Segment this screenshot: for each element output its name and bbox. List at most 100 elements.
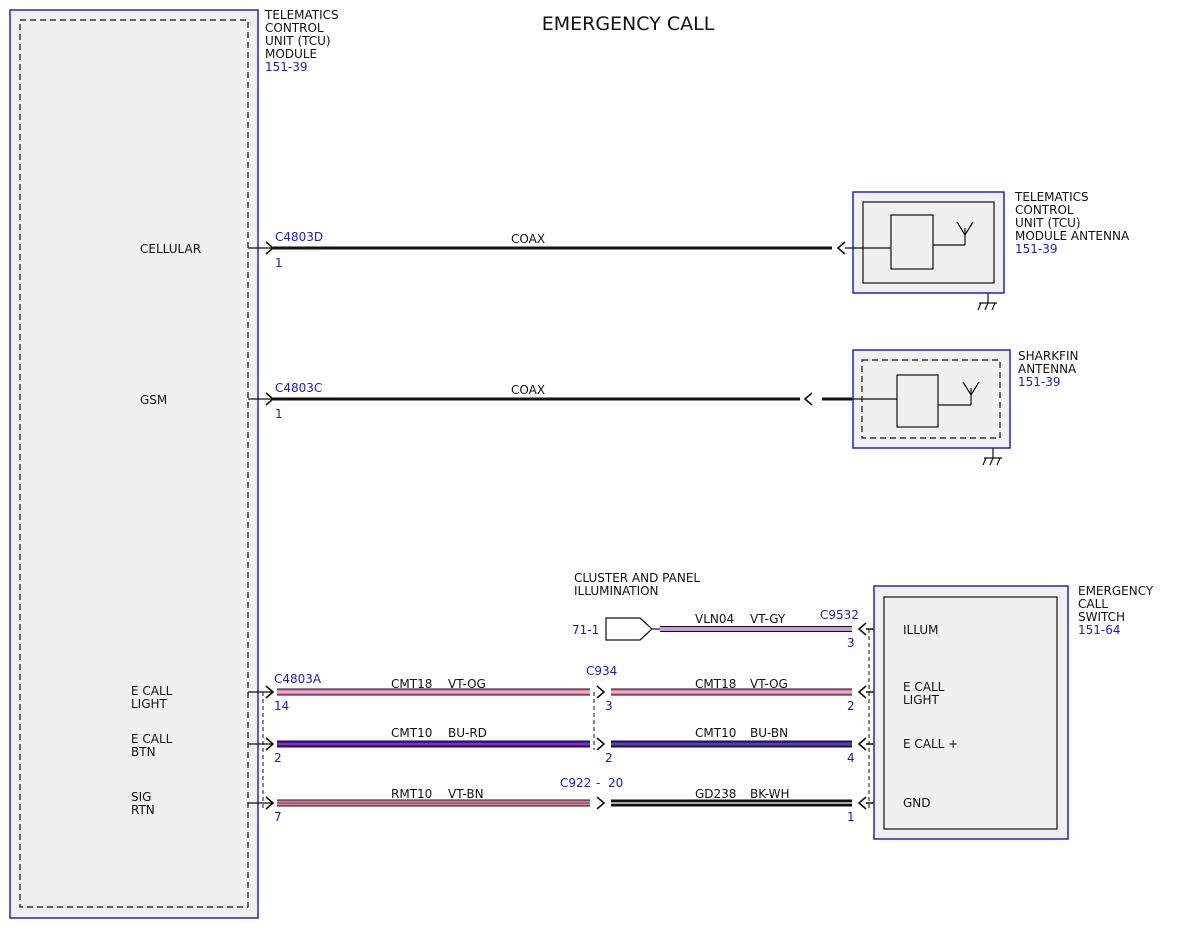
c922-arrow <box>596 796 606 810</box>
wire-cmt18-left: CMT18 VT-OG <box>277 677 590 696</box>
tcu-name-line2: CONTROL <box>265 21 324 35</box>
switch-pin-plus: E CALL + <box>903 737 958 751</box>
vln04-circuit: VLN04 <box>695 612 734 626</box>
connector-c934: C934 <box>586 664 617 678</box>
sharkfin-name-line1: SHARKFIN <box>1018 349 1078 363</box>
pin-label-ecall-light-2: LIGHT <box>131 697 168 711</box>
switch-inner <box>883 596 1058 830</box>
switch-ref: 151-64 <box>1078 623 1121 637</box>
pin-switch-2: 2 <box>847 699 855 713</box>
c934-pin3-arrow <box>596 685 606 699</box>
pin-c934-3: 3 <box>605 699 613 713</box>
tcu-module-box <box>9 9 259 919</box>
cmt10-right-circuit: CMT10 <box>695 726 736 740</box>
pin-label-ecall-light-1: E CALL <box>131 684 173 698</box>
tcu-antenna-name-line4: MODULE ANTENNA <box>1015 229 1130 243</box>
pin-c9532-3: 3 <box>847 636 855 650</box>
tcu-antenna-name-line3: UNIT (TCU) <box>1015 216 1081 230</box>
connector-c922-dash: - <box>596 776 600 790</box>
pin-label-cellular: CELLULAR <box>140 242 201 256</box>
tcu-antenna-box <box>852 191 1005 294</box>
c934-pin2-arrow <box>596 737 606 751</box>
switch-name-line3: SWITCH <box>1078 610 1125 624</box>
tcu-antenna-name-line2: CONTROL <box>1015 203 1074 217</box>
cmt18-left-circuit: CMT18 <box>391 677 432 691</box>
pin-label-ecall-btn-1: E CALL <box>131 732 173 746</box>
tcu-antenna-inner <box>862 201 995 284</box>
harness-connector-icon <box>605 617 653 641</box>
pin-c4803a-7: 7 <box>274 810 282 824</box>
coax-wire-gsm: COAX <box>273 383 852 401</box>
cluster-ref: 71-1 <box>572 623 599 637</box>
coax-label-2: COAX <box>511 383 545 397</box>
cmt10-left-color: BU-RD <box>448 726 487 740</box>
connector-arrows <box>265 241 606 810</box>
pin-c4803c-1: 1 <box>275 407 283 421</box>
tcu-name-line4: MODULE <box>265 47 317 61</box>
pin-c4803d-1: 1 <box>275 256 283 270</box>
pin-c934-2: 2 <box>605 751 613 765</box>
cluster-illumination: CLUSTER AND PANEL ILLUMINATION 71-1 <box>572 571 700 641</box>
pin-label-sig-rtn-2: RTN <box>131 803 155 817</box>
antenna-icon <box>956 221 974 237</box>
wire-cmt10-right: CMT10 BU-BN 4 <box>611 726 855 765</box>
coax-label-1: COAX <box>511 232 545 246</box>
switch-name-line2: CALL <box>1078 597 1108 611</box>
switch-pin-illum: ILLUM <box>903 623 938 637</box>
cmt18-right-color: VT-OG <box>750 677 788 691</box>
emergency-call-switch: ILLUM E CALL LIGHT E CALL + GND EMERGENC… <box>873 584 1154 840</box>
antenna-female-arrows <box>803 241 846 406</box>
coax-wire-cellular: COAX <box>273 232 832 250</box>
cmt18-right-circuit: CMT18 <box>695 677 736 691</box>
connector-c4803d: C4803D <box>275 230 323 244</box>
wire-cmt18-right: CMT18 VT-OG 2 <box>611 677 855 713</box>
switch-pin-light-2: LIGHT <box>903 693 940 707</box>
tcu-module-inner <box>19 19 249 908</box>
pin-label-sig-rtn-1: SIG <box>131 790 151 804</box>
pin-label-ecall-btn-2: BTN <box>131 745 156 759</box>
switch-name-line1: EMERGENCY <box>1078 584 1154 598</box>
sharkfin-antenna: SHARKFIN ANTENNA 151-39 <box>852 349 1078 466</box>
tcu-antenna-ref: 151-39 <box>1015 242 1058 256</box>
diagram-title: EMERGENCY CALL <box>542 13 715 35</box>
rmt10-circuit: RMT10 <box>391 787 432 801</box>
ground-icon <box>982 448 1002 466</box>
pin-label-gsm: GSM <box>140 393 167 407</box>
tcu-antenna-element <box>890 214 934 270</box>
antenna-icon <box>962 381 980 397</box>
tcu-ref: 151-39 <box>265 60 308 74</box>
connector-c9532: C9532 <box>820 608 859 622</box>
tcu-pin-stubs <box>248 247 272 804</box>
c4803a-pin2-arrow <box>265 737 275 751</box>
pin-c4803a-2: 2 <box>274 751 282 765</box>
tcu-module: TELEMATICS CONTROL UNIT (TCU) MODULE 151… <box>9 8 339 919</box>
sharkfin-ref: 151-39 <box>1018 375 1061 389</box>
c4803a-pin7-arrow <box>265 796 275 810</box>
cmt18-left-color: VT-OG <box>448 677 486 691</box>
wire-vln04: VLN04 VT-GY C9532 3 <box>660 608 859 650</box>
connector-c922-pin: 20 <box>608 776 623 790</box>
rmt10-color: VT-BN <box>448 787 484 801</box>
sharkfin-element <box>896 374 939 428</box>
gd238-circuit: GD238 <box>695 787 736 801</box>
connector-c922: C922 <box>560 776 591 790</box>
gd238-color: BK-WH <box>750 787 790 801</box>
cluster-name-line1: CLUSTER AND PANEL <box>574 571 700 585</box>
pin-switch-1: 1 <box>847 810 855 824</box>
pin-c4803a-14: 14 <box>274 699 289 713</box>
cmt10-left-circuit: CMT10 <box>391 726 432 740</box>
sharkfin-name-line2: ANTENNA <box>1018 362 1077 376</box>
wire-gd238: GD238 BK-WH 1 <box>611 787 855 824</box>
switch-pin-light-1: E CALL <box>903 680 945 694</box>
vln04-color: VT-GY <box>750 612 786 626</box>
cmt10-right-color: BU-BN <box>750 726 788 740</box>
tcu-antenna: TELEMATICS CONTROL UNIT (TCU) MODULE ANT… <box>845 190 1130 311</box>
switch-pin-gnd: GND <box>903 796 931 810</box>
wire-cmt10-left: CMT10 BU-RD <box>277 726 590 748</box>
tcu-antenna-name-line1: TELEMATICS <box>1014 190 1089 204</box>
cluster-name-line2: ILLUMINATION <box>574 584 659 598</box>
tcu-name-line1: TELEMATICS <box>264 8 339 22</box>
wire-rmt10: RMT10 VT-BN <box>277 787 590 807</box>
connector-c4803a: C4803A <box>274 672 322 686</box>
